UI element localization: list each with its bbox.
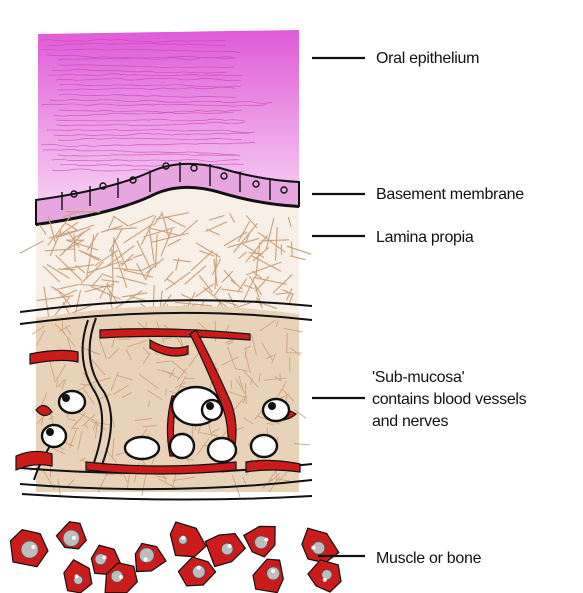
cell-nucleus: [103, 556, 107, 560]
label-submucosa-line3: and nerves: [372, 411, 526, 433]
cell-nucleus: [228, 544, 232, 548]
bone-cell: [322, 570, 332, 580]
cell-nucleus: [264, 538, 268, 542]
cell-nucleus: [311, 546, 315, 550]
bone-cell: [221, 543, 233, 555]
callout-lines: [312, 58, 365, 556]
cell-nucleus: [144, 557, 148, 561]
cell-nucleus: [271, 569, 275, 573]
muscle-or-bone-layer: [10, 522, 341, 593]
label-oral-epithelium: Oral epithelium: [376, 49, 479, 69]
submucosa-layer: [16, 300, 312, 499]
cell-nucleus: [72, 536, 76, 540]
cell-nucleus: [75, 574, 79, 578]
label-submucosa-line1: 'Sub-mucosa': [372, 367, 526, 389]
bone-cell: [63, 530, 79, 546]
cell-nucleus: [119, 575, 123, 579]
muscle-cell: [170, 522, 206, 557]
label-muscle-or-bone: Muscle or bone: [376, 549, 481, 569]
cell-nucleus: [197, 566, 201, 570]
label-lamina-propia: Lamina propia: [376, 228, 474, 248]
cell-nucleus: [31, 545, 35, 549]
bone-cell: [21, 541, 38, 558]
cell-nucleus: [181, 536, 185, 540]
label-submucosa: 'Sub-mucosa' contains blood vessels and …: [372, 367, 526, 433]
cell-nucleus: [323, 578, 327, 582]
label-basement-membrane: Basement membrane: [376, 185, 524, 205]
label-submucosa-line2: contains blood vessels: [372, 389, 526, 411]
bone-cell: [267, 567, 280, 580]
